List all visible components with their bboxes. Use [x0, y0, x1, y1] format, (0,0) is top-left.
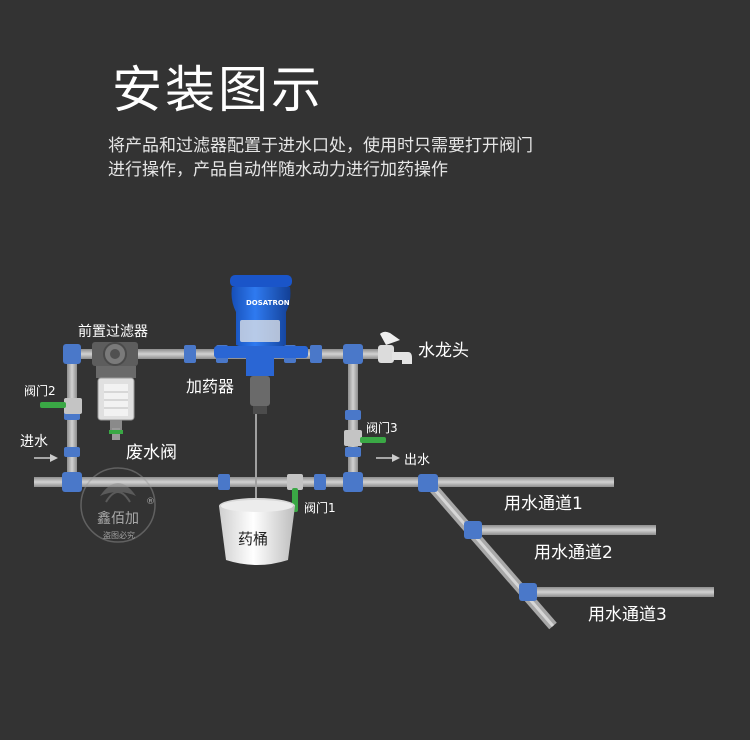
chemical-bucket — [219, 498, 295, 565]
watermark-note: 盗图必究 — [103, 530, 135, 540]
fitting — [184, 345, 196, 363]
label-valve-2: 阀门2 — [24, 383, 56, 398]
faucet-icon — [378, 331, 412, 364]
dosatron-doser — [214, 275, 308, 414]
tee-fitting — [62, 472, 82, 492]
tee-fitting — [343, 344, 363, 364]
inlet-arrow-icon — [34, 454, 58, 462]
pipe-fittings — [62, 344, 537, 601]
fitting — [345, 410, 361, 420]
fitting — [218, 474, 230, 490]
pipe-network — [34, 349, 714, 630]
branch-pipe-2 — [472, 525, 656, 535]
tee-fitting — [464, 521, 482, 539]
label-faucet: 水龙头 — [418, 341, 469, 361]
label-outlet: 出水 — [404, 453, 430, 468]
description-line-1: 将产品和过滤器配置于进水口处，使用时只需要打开阀门 — [108, 136, 533, 156]
tee-fitting — [343, 472, 363, 492]
page-title: 安装图示 — [112, 61, 324, 119]
pre-filter — [92, 342, 138, 430]
label-prefilter: 前置过滤器 — [78, 323, 148, 340]
branch-pipe-3 — [528, 587, 714, 597]
label-bucket: 药桶 — [238, 530, 268, 548]
fitting — [345, 447, 361, 457]
tee-fitting — [519, 583, 537, 601]
label-channel-2: 用水通道2 — [534, 543, 613, 563]
outlet-arrow-icon — [376, 454, 400, 462]
description-line-2: 进行操作，产品自动伴随水动力进行加药操作 — [108, 160, 448, 180]
label-doser: 加药器 — [186, 377, 234, 396]
label-drain-valve: 废水阀 — [126, 443, 177, 463]
watermark-logo — [80, 467, 156, 543]
watermark-mark: ® — [146, 497, 155, 507]
fitting — [63, 344, 81, 364]
fitting — [314, 474, 326, 490]
valve-2[interactable] — [40, 398, 82, 414]
label-inlet: 进水 — [20, 434, 48, 450]
faucet-pipe — [352, 349, 382, 359]
description: 将产品和过滤器配置于进水口处，使用时只需要打开阀门 进行操作，产品自动伴随水动力… — [108, 134, 533, 182]
fitting — [310, 345, 322, 363]
drain-valve[interactable] — [109, 428, 123, 440]
label-channel-3: 用水通道3 — [588, 605, 667, 625]
tee-fitting — [418, 474, 438, 492]
watermark-name: 鑫佰加 — [97, 510, 139, 527]
label-valve-1: 阀门1 — [304, 500, 336, 515]
fitting — [64, 447, 80, 457]
label-valve-3: 阀门3 — [366, 420, 398, 435]
doser-brand: DOSATRON — [246, 299, 290, 307]
label-channel-1: 用水通道1 — [504, 494, 583, 514]
valve-3[interactable] — [344, 430, 386, 446]
